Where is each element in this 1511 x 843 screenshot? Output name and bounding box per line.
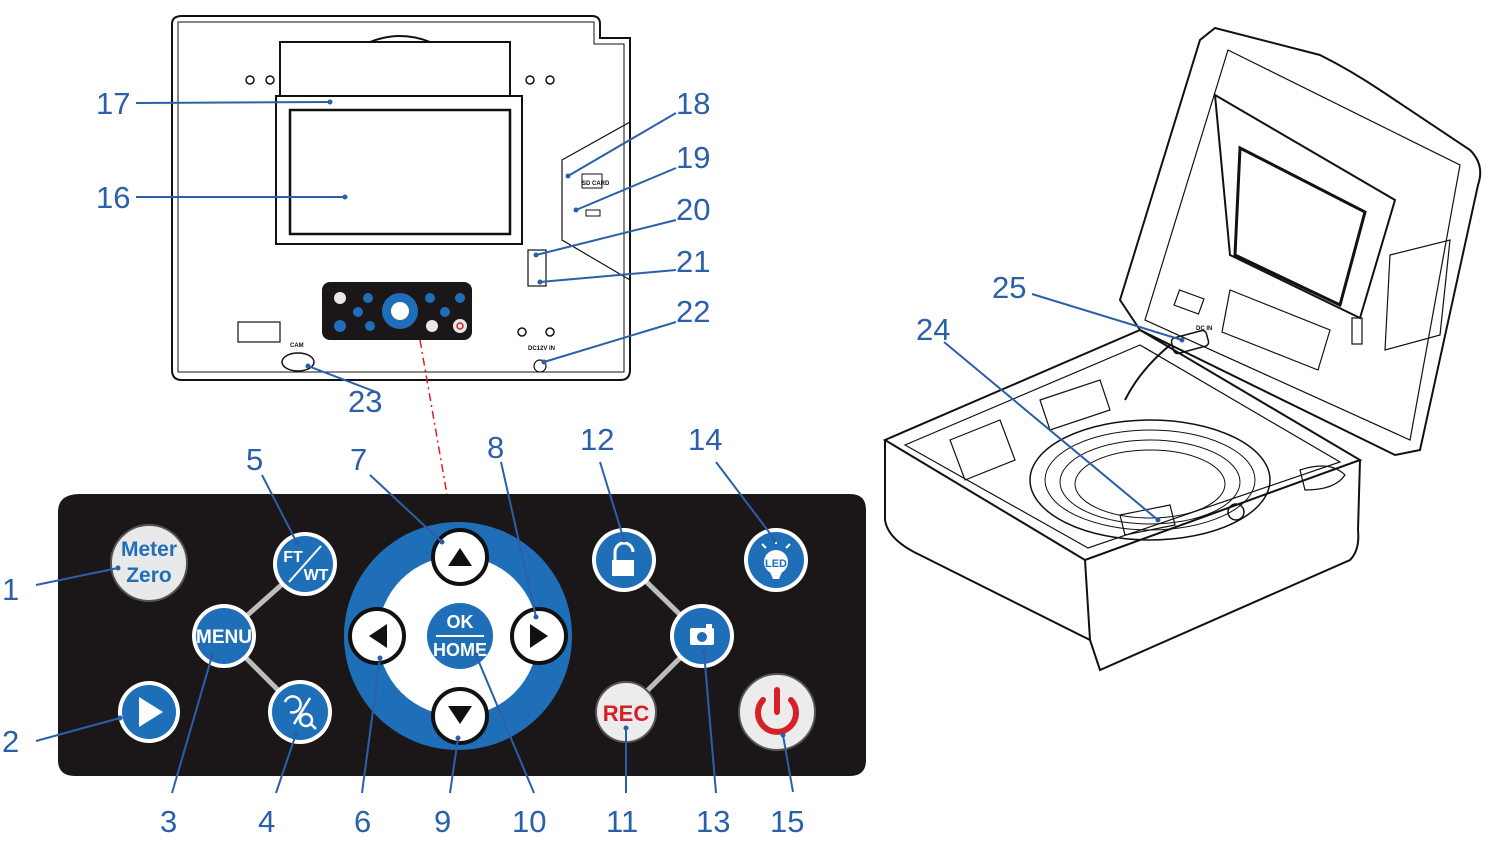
unlock-button[interactable] <box>592 528 656 592</box>
callout-13: 13 <box>696 804 730 839</box>
callout-18: 18 <box>676 86 710 121</box>
callout-25: 25 <box>992 270 1026 305</box>
rec-button[interactable]: REC <box>595 681 657 743</box>
cam-label: CAM <box>290 343 304 349</box>
callout-23: 23 <box>348 384 382 419</box>
sd-card-label: SD CARD <box>582 181 610 187</box>
monitor-unit <box>171 15 631 381</box>
callout-9: 9 <box>434 804 451 839</box>
monitor-screw-holes <box>245 75 555 337</box>
projection-line <box>419 339 451 513</box>
rotate-zoom-icon <box>283 695 317 730</box>
meter-zero-button[interactable]: Meter Zero <box>110 524 188 602</box>
play-icon <box>139 697 163 727</box>
power-icon <box>755 687 799 735</box>
callout-numbers: 1 2 3 4 5 6 7 8 9 10 11 12 13 14 15 16 1… <box>2 86 1026 839</box>
callout-3: 3 <box>160 804 177 839</box>
callout-24: 24 <box>916 312 950 347</box>
callout-16: 16 <box>96 180 130 215</box>
callout-4: 4 <box>258 804 275 839</box>
ok-label: OK <box>447 612 474 632</box>
callout-22: 22 <box>676 294 710 329</box>
callout-11: 11 <box>606 804 638 839</box>
wt-label: WT <box>304 567 329 584</box>
menu-button[interactable]: MENU <box>192 604 256 668</box>
left-button[interactable] <box>348 607 406 665</box>
right-arrow-icon <box>530 624 548 648</box>
callout-8: 8 <box>487 430 504 465</box>
camera-button[interactable] <box>670 604 734 668</box>
callout-19: 19 <box>676 140 710 175</box>
rotate-zoom-button[interactable] <box>268 680 332 744</box>
unlock-icon <box>612 541 635 576</box>
callout-20: 20 <box>676 192 710 227</box>
camera-icon <box>690 624 714 645</box>
right-button[interactable] <box>510 607 568 665</box>
callout-1: 1 <box>2 572 19 607</box>
callout-12: 12 <box>580 422 614 457</box>
play-button[interactable] <box>118 681 180 743</box>
mini-keypad <box>322 282 472 340</box>
dc-in-label: DC12V IN <box>528 346 555 352</box>
carrying-case <box>882 26 1482 672</box>
callout-10: 10 <box>512 804 546 839</box>
led-button[interactable]: LED <box>744 528 808 592</box>
ok-home-button[interactable]: OK HOME <box>427 603 493 669</box>
led-label: LED <box>765 558 787 570</box>
ft-wt-button[interactable]: FT WT <box>273 532 337 596</box>
callout-14: 14 <box>688 422 722 457</box>
leader-arrowheads <box>115 99 1185 741</box>
led-bulb-icon <box>761 538 791 579</box>
callout-6: 6 <box>354 804 371 839</box>
meter-zero-line1: Meter <box>121 538 177 561</box>
up-arrow-icon <box>448 548 472 566</box>
down-button[interactable] <box>431 687 489 745</box>
ft-label: FT <box>283 549 303 566</box>
up-button[interactable] <box>431 528 489 586</box>
callout-21: 21 <box>676 244 710 279</box>
case-dc-in-label: DC IN <box>1196 326 1212 332</box>
callout-5: 5 <box>246 442 263 477</box>
meter-zero-line2: Zero <box>126 564 172 587</box>
down-arrow-icon <box>448 706 472 724</box>
power-button[interactable] <box>738 673 816 751</box>
rec-label: REC <box>603 701 650 726</box>
callout-7: 7 <box>350 442 367 477</box>
left-arrow-icon <box>369 624 387 648</box>
menu-label: MENU <box>196 627 252 648</box>
callout-2: 2 <box>2 724 19 759</box>
home-label: HOME <box>433 640 487 660</box>
leader-lines <box>35 101 1183 794</box>
callout-15: 15 <box>770 804 804 839</box>
callout-17: 17 <box>96 86 130 121</box>
